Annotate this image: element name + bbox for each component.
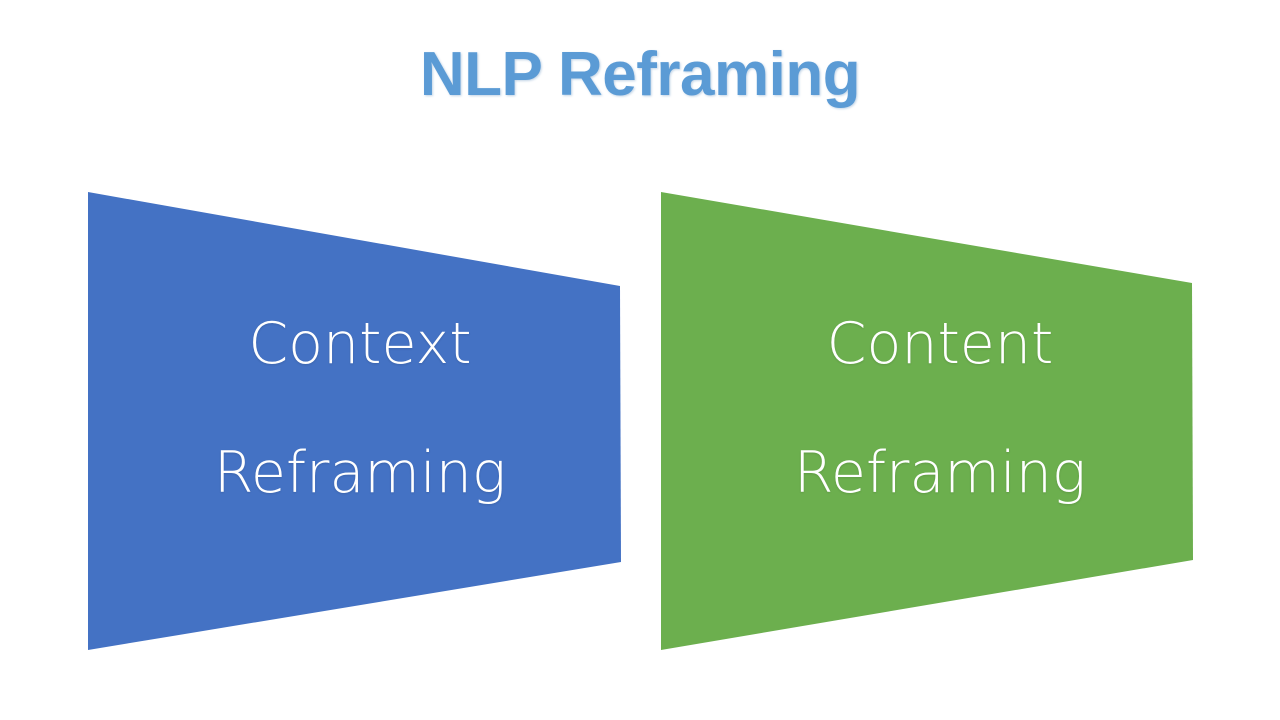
context-reframing-label: Context Reframing xyxy=(120,316,600,502)
context-reframing-line2: Reframing xyxy=(213,440,507,506)
content-reframing-line1: Content xyxy=(826,311,1054,377)
content-reframing-shape[interactable] xyxy=(661,192,1193,650)
content-reframing-line2: Reframing xyxy=(793,440,1087,506)
content-reframing-label: Content Reframing xyxy=(700,316,1180,502)
context-reframing-shape[interactable] xyxy=(88,192,621,650)
context-reframing-line1: Context xyxy=(248,311,472,377)
page-title: NLP Reframing xyxy=(419,40,861,109)
